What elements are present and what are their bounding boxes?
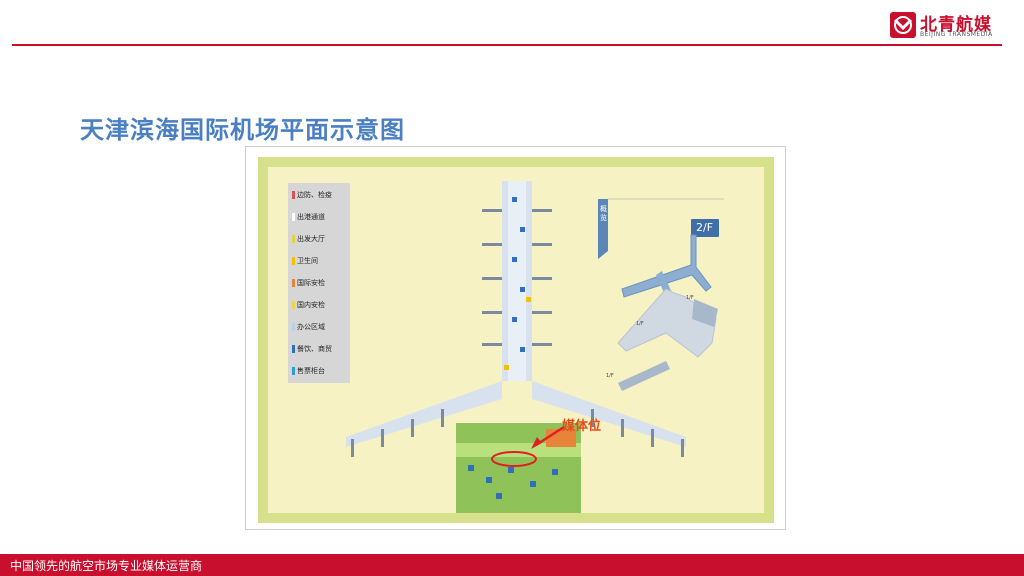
legend-label: 边防、检疫: [297, 191, 332, 199]
media-position-label: 媒体位: [562, 419, 602, 434]
overview-small-floor-label: 1/F: [686, 295, 694, 301]
legend-swatch: [292, 345, 295, 353]
legend-swatch: [292, 213, 295, 221]
slide-title: 天津滨海国际机场平面示意图: [80, 116, 405, 144]
legend-item: 出港通道: [292, 211, 325, 223]
legend-label: 办公区域: [297, 323, 325, 331]
wing-gates: [351, 409, 684, 457]
legend-item: 出发大厅: [292, 233, 325, 245]
west-wing: [346, 381, 502, 447]
overview-1f-block: [692, 299, 718, 327]
brand-logo-icon: [890, 12, 916, 38]
brand-name-en: BEIJING TRANSMEDIA: [920, 31, 993, 38]
legend-item: 边防、检疫: [292, 189, 332, 201]
footer-bar: 中国领先的航空市场专业媒体运营商: [0, 554, 1024, 576]
legend-label: 售票柜台: [297, 367, 325, 375]
legend-label: 出港通道: [297, 213, 325, 221]
overview-label: 概览: [600, 205, 607, 222]
legend-label: 出发大厅: [297, 235, 325, 243]
legend-label: 餐饮、商贸: [297, 345, 332, 353]
legend-swatch: [292, 257, 295, 265]
overview-1f-shape: [617, 288, 717, 358]
legend-swatch: [292, 323, 295, 331]
legend-swatch: [292, 191, 295, 199]
legend-label: 国内安检: [297, 301, 325, 309]
legend-swatch: [292, 279, 295, 287]
legend-swatch: [292, 367, 295, 375]
airport-map: 边防、检疫 出港通道 出发大厅 卫生间 国际安检 国内安检 办公区域 餐饮、商: [245, 146, 786, 530]
north-pier-icons: [504, 197, 531, 370]
media-position-marker: [491, 451, 537, 467]
overview-floor-badge: [691, 219, 719, 237]
legend-label: 卫生间: [297, 257, 318, 265]
legend-item: 办公区域: [292, 321, 325, 333]
overview-2f-shape: [621, 234, 712, 298]
east-wing: [532, 381, 686, 447]
footer-tagline: 中国领先的航空市场专业媒体运营商: [10, 559, 203, 573]
terminal-icons: [468, 465, 558, 499]
north-pier-gates: [482, 209, 552, 346]
legend-item: 餐饮、商贸: [292, 343, 332, 355]
overview-small-floor-label: 1/F: [606, 373, 614, 379]
legend-item: 售票柜台: [292, 365, 325, 377]
map-legend: 边防、检疫 出港通道 出发大厅 卫生间 国际安检 国内安检 办公区域 餐饮、商: [288, 183, 350, 383]
media-arrow-head: [531, 437, 542, 449]
header-divider: [12, 44, 1002, 46]
legend-item: 国内安检: [292, 299, 325, 311]
legend-swatch: [292, 301, 295, 309]
legend-item: 卫生间: [292, 255, 318, 267]
overview-lower-shape: [618, 361, 670, 391]
brand-name-cn: 北青航媒: [920, 15, 992, 35]
legend-item: 国际安检: [292, 277, 325, 289]
overview-small-floor-label: 1/F: [636, 321, 644, 327]
overview-floor-label: 2/F: [696, 221, 714, 234]
overview-tab: [598, 199, 608, 259]
legend-swatch: [292, 235, 295, 243]
legend-label: 国际安检: [297, 279, 325, 287]
brand-logo: 北青航媒 BEIJING TRANSMEDIA: [890, 10, 993, 42]
